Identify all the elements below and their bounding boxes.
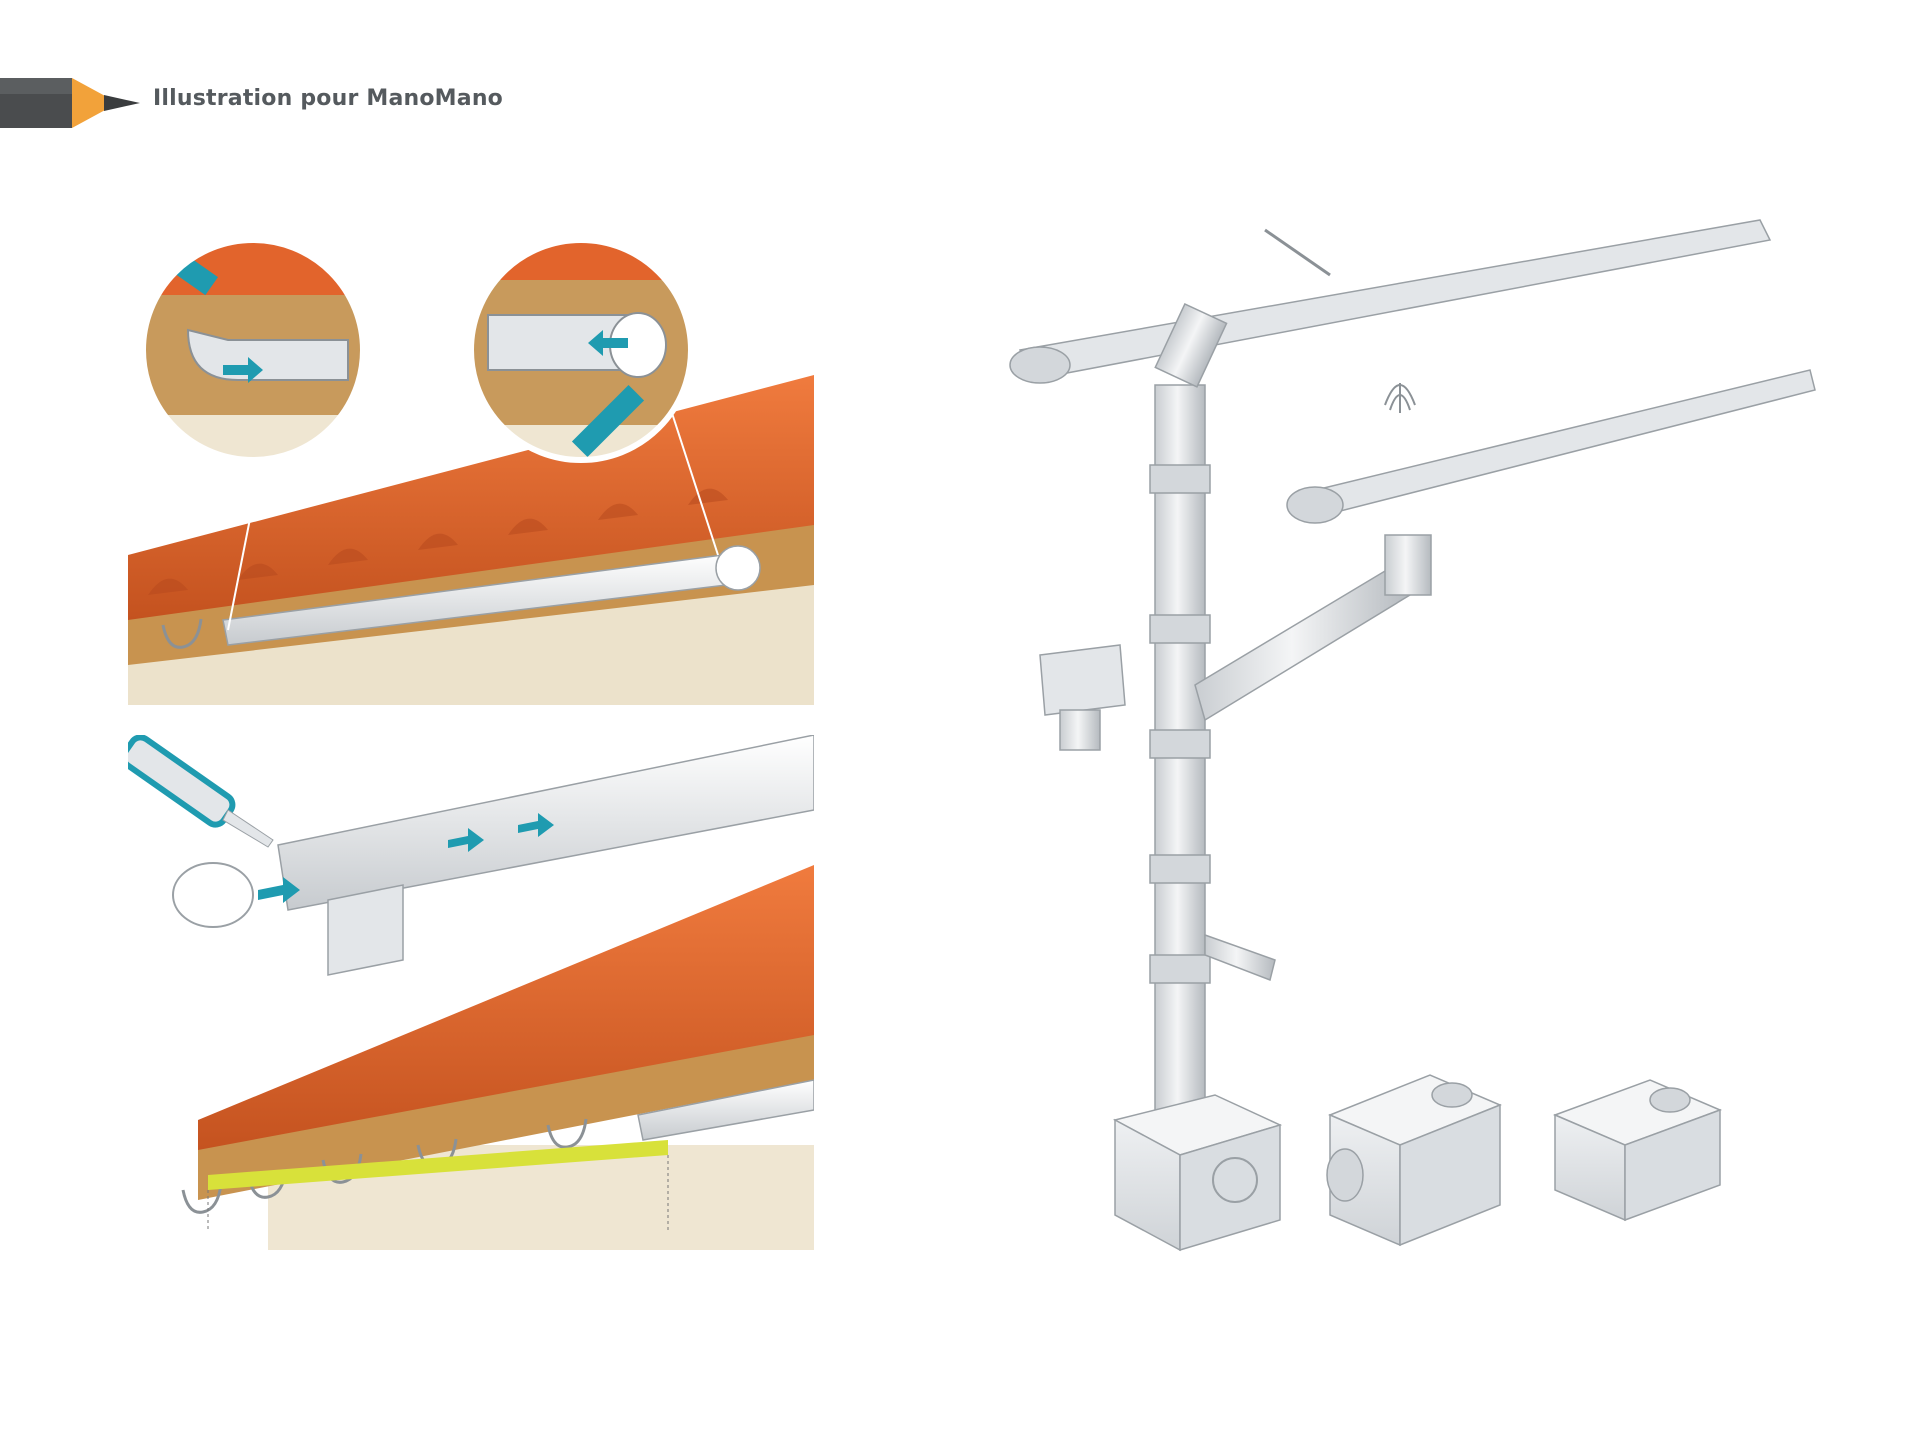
rain-hopper	[1039, 644, 1126, 751]
inspection-chamber	[1112, 1094, 1283, 1252]
gutter-installation-illustration-bottom	[128, 735, 814, 1250]
upper-gutter-run	[1009, 219, 1772, 384]
exploded-gutter-system-illustration	[1000, 215, 1820, 1275]
sealant-tube-icon	[128, 735, 274, 848]
teal-arrow-icon	[258, 813, 554, 903]
header: Illustration pour ManoMano	[0, 72, 520, 132]
caption: Illustration pour ManoMano	[153, 86, 503, 111]
drain-box	[1552, 1079, 1723, 1222]
gutter-joint-illustration-top	[128, 235, 814, 705]
lower-gutter-run	[1286, 369, 1816, 524]
leaf-guard-icon	[1384, 383, 1416, 413]
grease-trap-box	[1326, 1074, 1502, 1247]
pencil-icon	[0, 78, 140, 128]
